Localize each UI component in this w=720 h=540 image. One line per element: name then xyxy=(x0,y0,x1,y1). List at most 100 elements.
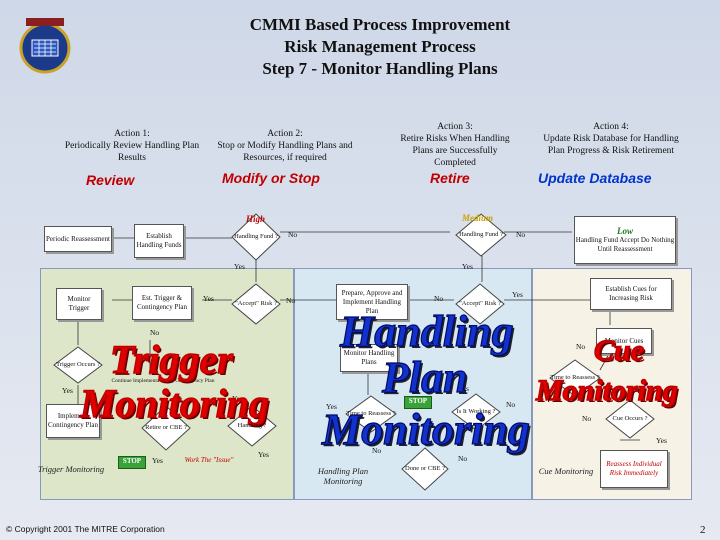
cue-monitoring-footnote-text: Cue Monitoring xyxy=(538,466,594,476)
time-to-reassess-text: Time to Reassess ? xyxy=(346,410,395,418)
stop-yes-label-trigger: Yes xyxy=(152,456,163,465)
accept-risk-decision-1: "Accept" Risk ? xyxy=(230,282,282,326)
cue-occurs-text: Cue Occurs ? xyxy=(612,415,647,423)
page-number: 2 xyxy=(700,524,706,536)
cue-yes-label: Yes xyxy=(656,436,667,445)
low-label: Low xyxy=(616,225,633,236)
trigger-no-label: No xyxy=(150,328,160,337)
prepare-plan-text: Prepare, Approve and Implement Handling … xyxy=(341,288,403,315)
trigger-occurs-decision: Trigger Occurs ? xyxy=(52,345,104,385)
monitor-trigger-box: Monitor Trigger xyxy=(56,288,102,320)
continue-impl-label: Continue Implementation of Contingency P… xyxy=(111,378,215,384)
stop-button-trigger: STOP xyxy=(118,456,146,469)
handling-yes-label: Yes xyxy=(232,394,243,403)
high-label: High xyxy=(246,214,266,224)
handling-decision: Handling ? xyxy=(226,404,278,448)
phase-retire: Retire xyxy=(430,170,470,186)
cue-monitoring-footnote: Cue Monitoring xyxy=(536,466,596,476)
action-3-header: Action 3: Retire Risks When Handling Pla… xyxy=(392,121,518,169)
time-to-reassess-decision: Time to Reassess ? xyxy=(344,394,398,434)
trigger-occurs-text: Trigger Occurs ? xyxy=(56,361,100,369)
cue-overlay: Cue xyxy=(593,333,645,367)
accept-risk-question-2: "Accept" Risk ? xyxy=(459,300,501,307)
accept-risk-question-1: "Accept" Risk ? xyxy=(235,300,277,307)
high-fund-text: Handling Fund ? xyxy=(234,233,278,241)
medium-no-label: No xyxy=(516,230,526,239)
low-box: Low Handling Fund Accept Do Nothing Unti… xyxy=(574,216,676,264)
handling-question: Handling ? xyxy=(237,422,267,429)
copyright: © Copyright 2001 The MITRE Corporation xyxy=(6,524,165,534)
action-2-header: Action 2: Stop or Modify Handling Plans … xyxy=(210,128,360,164)
retire-cbe-text: Retire or CBE ? xyxy=(145,424,187,432)
prepare-plan-box: Prepare, Approve and Implement Handling … xyxy=(336,284,408,320)
time-to-reassess-text-2: Time to Reassess ? xyxy=(550,374,599,382)
cue-no-label-2: No xyxy=(582,414,592,423)
handling-yes-label-2: Yes xyxy=(258,450,269,459)
trigger-yes-label: Yes xyxy=(62,386,73,395)
implement-contingency-box: Implement Contingency Plan xyxy=(46,404,100,438)
page-title: CMMI Based Process Improvement Risk Mana… xyxy=(150,14,610,80)
action-2-text: Stop or Modify Handling Plans and Resour… xyxy=(217,141,353,163)
reassess-risk-box: Reassess Individual Risk Immediately xyxy=(600,450,668,488)
cue-monitoring-overlay: Monitoring xyxy=(535,373,678,407)
periodic-reassessment-text: Periodic Reassessment xyxy=(46,234,110,243)
accept-risk-text-1: "Accept" Risk ? xyxy=(235,300,277,308)
monitor-cues-text: Monitor Cues xyxy=(604,336,644,345)
plan-overlay: Plan xyxy=(381,352,468,402)
action-4-label: Action 4: xyxy=(593,122,629,132)
done-no-label: No xyxy=(458,454,468,463)
handling-monitoring-overlay: Monitoring xyxy=(321,404,530,454)
est-trigger-box: Est. Trigger & Contingency Plan xyxy=(132,286,192,320)
trigger-monitoring-overlay: Monitoring xyxy=(79,380,269,426)
retire-cbe-question: Retire or CBE ? xyxy=(145,424,187,431)
time-to-reassess-question-2: Time to Reassess ? xyxy=(550,374,600,381)
handling-monitoring-footnote: Handling Plan Monitoring xyxy=(317,466,369,486)
accept-yes-label-2: Yes xyxy=(512,290,523,299)
stop-button-handling: STOP xyxy=(404,396,432,409)
cue-occurs-question: Cue Occurs ? xyxy=(612,415,648,422)
monitor-cues-box: Monitor Cues xyxy=(596,328,652,354)
medium-fund-question: Handling Fund ? xyxy=(459,231,503,238)
done-cbe-decision: Done or CBE ? xyxy=(400,446,450,492)
working-no-label: No xyxy=(506,400,516,409)
handling-decision-text: Handling ? xyxy=(238,422,267,430)
retire-cbe-decision: Retire or CBE ? xyxy=(140,404,192,452)
periodic-reassessment-box: Periodic Reassessment xyxy=(44,226,112,252)
reassess-risk-text: Reassess Individual Risk Immediately xyxy=(606,460,662,477)
monitor-trigger-text: Monitor Trigger xyxy=(67,295,91,312)
action-3-label: Action 3: xyxy=(437,122,473,132)
is-it-working-text: Is It Working ? xyxy=(457,408,496,416)
action-1-label: Action 1: xyxy=(114,129,150,139)
action-1-text: Periodically Review Handling Plan Result… xyxy=(64,141,200,163)
monitor-handling-text: Monitor Handling Plans xyxy=(343,349,395,366)
accept-risk-decision-2: "Accept" Risk ? xyxy=(454,282,506,326)
trigger-overlay: Trigger xyxy=(109,336,233,382)
action-3-text: Retire Risks When Handling Plans are Suc… xyxy=(400,134,510,168)
time-to-reassess-question: Time to Reassess ? xyxy=(346,410,396,417)
medium-label: Medium xyxy=(462,213,494,223)
time-reassess-yes-label: Yes xyxy=(326,402,337,411)
is-it-working-question: Is It Working ? xyxy=(456,408,496,415)
handling-overlay: Handling xyxy=(339,306,514,356)
high-yes-label: Yes xyxy=(234,262,245,271)
phase-update-database: Update Database xyxy=(538,170,652,186)
est-trigger-yes-label: Yes xyxy=(203,294,214,303)
medium-fund-text: Handling Fund ? xyxy=(459,231,503,239)
monitor-handling-box: Monitor Handling Plans xyxy=(340,344,398,372)
cue-occurs-decision: Cue Occurs ? xyxy=(604,398,656,440)
title-line-1: CMMI Based Process Improvement xyxy=(249,15,511,34)
phase-modify-or-stop: Modify or Stop xyxy=(222,170,320,186)
establish-cues-text: Establish Cues for Increasing Risk xyxy=(605,285,657,302)
action-4-header: Action 4: Update Risk Database for Handl… xyxy=(536,121,686,157)
trigger-monitoring-footnote: Trigger Monitoring xyxy=(37,464,105,474)
high-fund-question: Handling Fund ? xyxy=(234,233,278,240)
done-cbe-text: Done or CBE ? xyxy=(405,465,445,473)
title-line-3: Step 7 - Monitor Handling Plans xyxy=(262,59,498,78)
accept-no-label-1: No xyxy=(286,296,296,305)
implement-contingency-text: Implement Contingency Plan xyxy=(48,412,98,429)
time-reassess-no-label: No xyxy=(372,446,382,455)
air-force-logo xyxy=(14,14,76,76)
cue-no-label-1: No xyxy=(576,342,586,351)
medium-fund-decision: Handling Fund ? xyxy=(454,212,508,258)
title-line-2: Risk Management Process xyxy=(284,37,476,56)
